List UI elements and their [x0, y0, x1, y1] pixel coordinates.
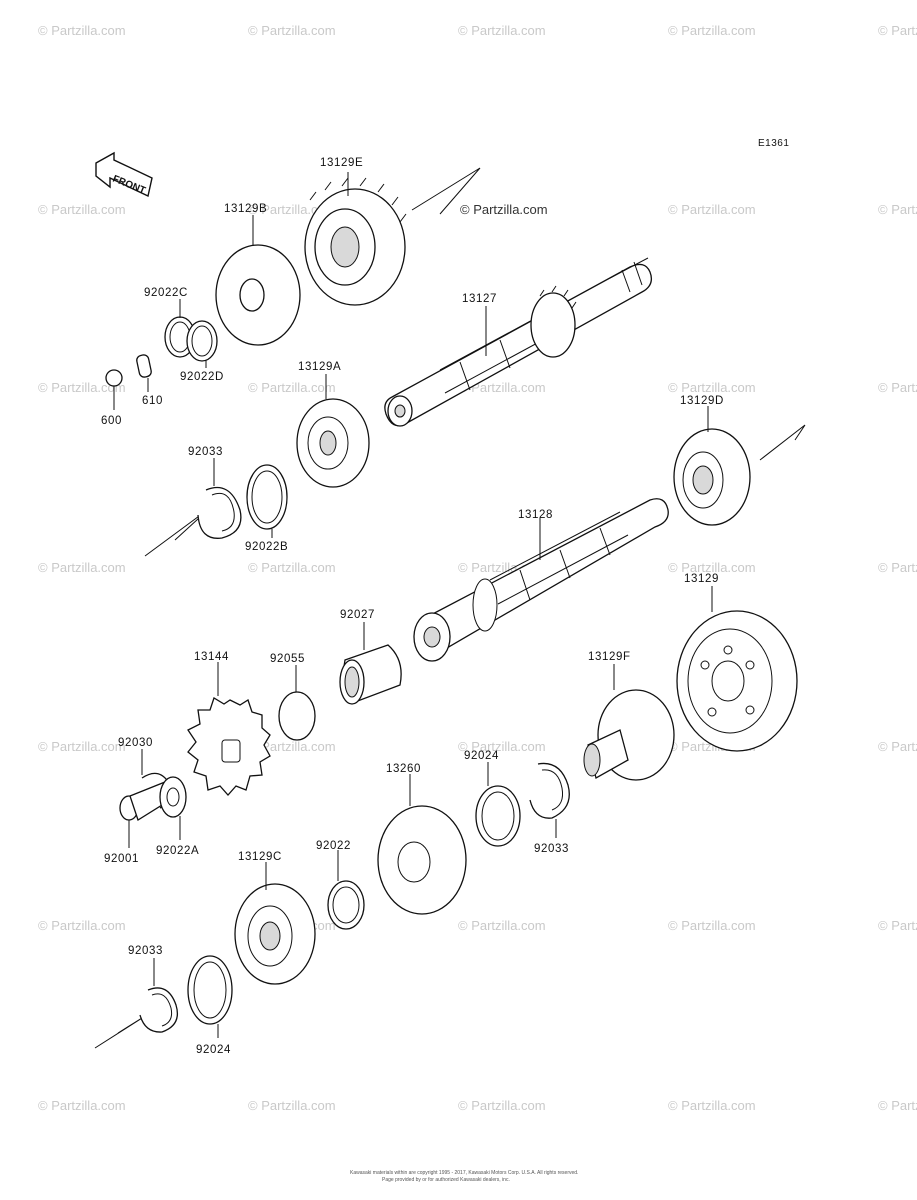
- watermark: © Partzilla.com: [38, 1098, 126, 1113]
- watermark: © Partzilla.com: [458, 23, 546, 38]
- washer-92024-mid: [475, 785, 521, 847]
- watermark: © Partzilla.com: [878, 739, 917, 754]
- part-label-92022c: 92022C: [144, 287, 188, 299]
- sprocket-13144: [187, 697, 271, 796]
- part-label-92030: 92030: [118, 737, 153, 749]
- part-label-92022b: 92022B: [245, 541, 288, 553]
- ball-600: [105, 369, 123, 387]
- pin-610: [136, 354, 152, 378]
- part-label-92055: 92055: [270, 653, 305, 665]
- part-label-13144: 13144: [194, 651, 229, 663]
- part-label-13129a: 13129A: [298, 361, 341, 373]
- watermark: © Partzilla.com: [878, 560, 917, 575]
- oring-92055: [278, 691, 316, 741]
- watermark: © Partzilla.com: [458, 739, 546, 754]
- copyright-line-2: Page provided by or for authorized Kawas…: [382, 1177, 510, 1183]
- part-label-13129b: 13129B: [224, 203, 267, 215]
- shaft-13128: [413, 498, 669, 662]
- washer-92022b: [246, 464, 288, 530]
- part-label-92024-bottom: 92024: [196, 1044, 231, 1056]
- gear-13129c: [234, 883, 316, 985]
- circlip-92033-mid: [529, 762, 570, 819]
- watermark: © Partzilla.com: [878, 918, 917, 933]
- watermark: © Partzilla.com: [38, 202, 126, 217]
- circlip-92033-upper: [197, 486, 242, 539]
- part-label-13129: 13129: [684, 573, 719, 585]
- watermark: © Partzilla.com: [458, 918, 546, 933]
- watermark: © Partzilla.com: [878, 380, 917, 395]
- watermark: © Partzilla.com: [878, 1098, 917, 1113]
- front-arrow-icon: FRONT: [95, 151, 153, 198]
- gear-13129e: [304, 177, 407, 306]
- gear-13260: [377, 805, 467, 915]
- washer-92022d: [186, 320, 218, 362]
- watermark: © Partzilla.com: [248, 739, 336, 754]
- washer-92022-lower: [327, 880, 365, 930]
- center-watermark: © Partzilla.com: [460, 202, 548, 217]
- part-label-92022d: 92022D: [180, 371, 224, 383]
- watermark: © Partzilla.com: [248, 23, 336, 38]
- watermark: © Partzilla.com: [668, 918, 756, 933]
- part-label-92033-bottom: 92033: [128, 945, 163, 957]
- part-label-610: 610: [142, 395, 163, 407]
- diagram-code: E1361: [758, 138, 789, 149]
- watermark-grid: © Partzilla.com © Partzilla.com © Partzi…: [38, 23, 917, 1113]
- gear-13129: [676, 610, 798, 752]
- watermark: © Partzilla.com: [668, 1098, 756, 1113]
- watermark: © Partzilla.com: [38, 739, 126, 754]
- watermark: © Partzilla.com: [878, 23, 917, 38]
- copyright-line-1: Kawasaki materials within are copyright …: [350, 1170, 578, 1176]
- washer-92024-bottom: [187, 955, 233, 1025]
- watermark: © Partzilla.com: [38, 918, 126, 933]
- gear-13129a: [296, 398, 370, 488]
- circlip-92033-bottom: [139, 987, 179, 1033]
- part-label-92022-lower: 92022: [316, 840, 351, 852]
- watermark: © Partzilla.com: [458, 380, 546, 395]
- sleeve-92027: [339, 644, 402, 705]
- part-label-92033-upper: 92033: [188, 446, 223, 458]
- gear-13129f: [583, 689, 675, 781]
- gear-13129b: [215, 244, 301, 346]
- gear-13129d: [673, 428, 751, 526]
- part-label-92022a: 92022A: [156, 845, 199, 857]
- watermark: © Partzilla.com: [878, 202, 917, 217]
- watermark: © Partzilla.com: [668, 202, 756, 217]
- watermark: © Partzilla.com: [668, 380, 756, 395]
- part-label-600: 600: [101, 415, 122, 427]
- watermark: © Partzilla.com: [38, 380, 126, 395]
- watermark: © Partzilla.com: [668, 560, 756, 575]
- watermark: © Partzilla.com: [458, 1098, 546, 1113]
- part-label-92001: 92001: [104, 853, 139, 865]
- part-label-13127: 13127: [462, 293, 497, 305]
- part-label-92024-mid: 92024: [464, 750, 499, 762]
- part-label-92033-mid: 92033: [534, 843, 569, 855]
- part-label-13129c: 13129C: [238, 851, 282, 863]
- watermark: © Partzilla.com: [38, 560, 126, 575]
- watermark: © Partzilla.com: [38, 23, 126, 38]
- shaft-13127: [384, 257, 653, 427]
- part-label-13129e: 13129E: [320, 157, 363, 169]
- watermark: © Partzilla.com: [248, 1098, 336, 1113]
- part-label-13260: 13260: [386, 763, 421, 775]
- part-label-92027: 92027: [340, 609, 375, 621]
- watermark: © Partzilla.com: [248, 380, 336, 395]
- part-label-13129d: 13129D: [680, 395, 724, 407]
- watermark: © Partzilla.com: [668, 23, 756, 38]
- watermark: © Partzilla.com: [248, 560, 336, 575]
- washer-92022a: [159, 776, 187, 818]
- part-label-13129f: 13129F: [588, 651, 631, 663]
- part-label-13128: 13128: [518, 509, 553, 521]
